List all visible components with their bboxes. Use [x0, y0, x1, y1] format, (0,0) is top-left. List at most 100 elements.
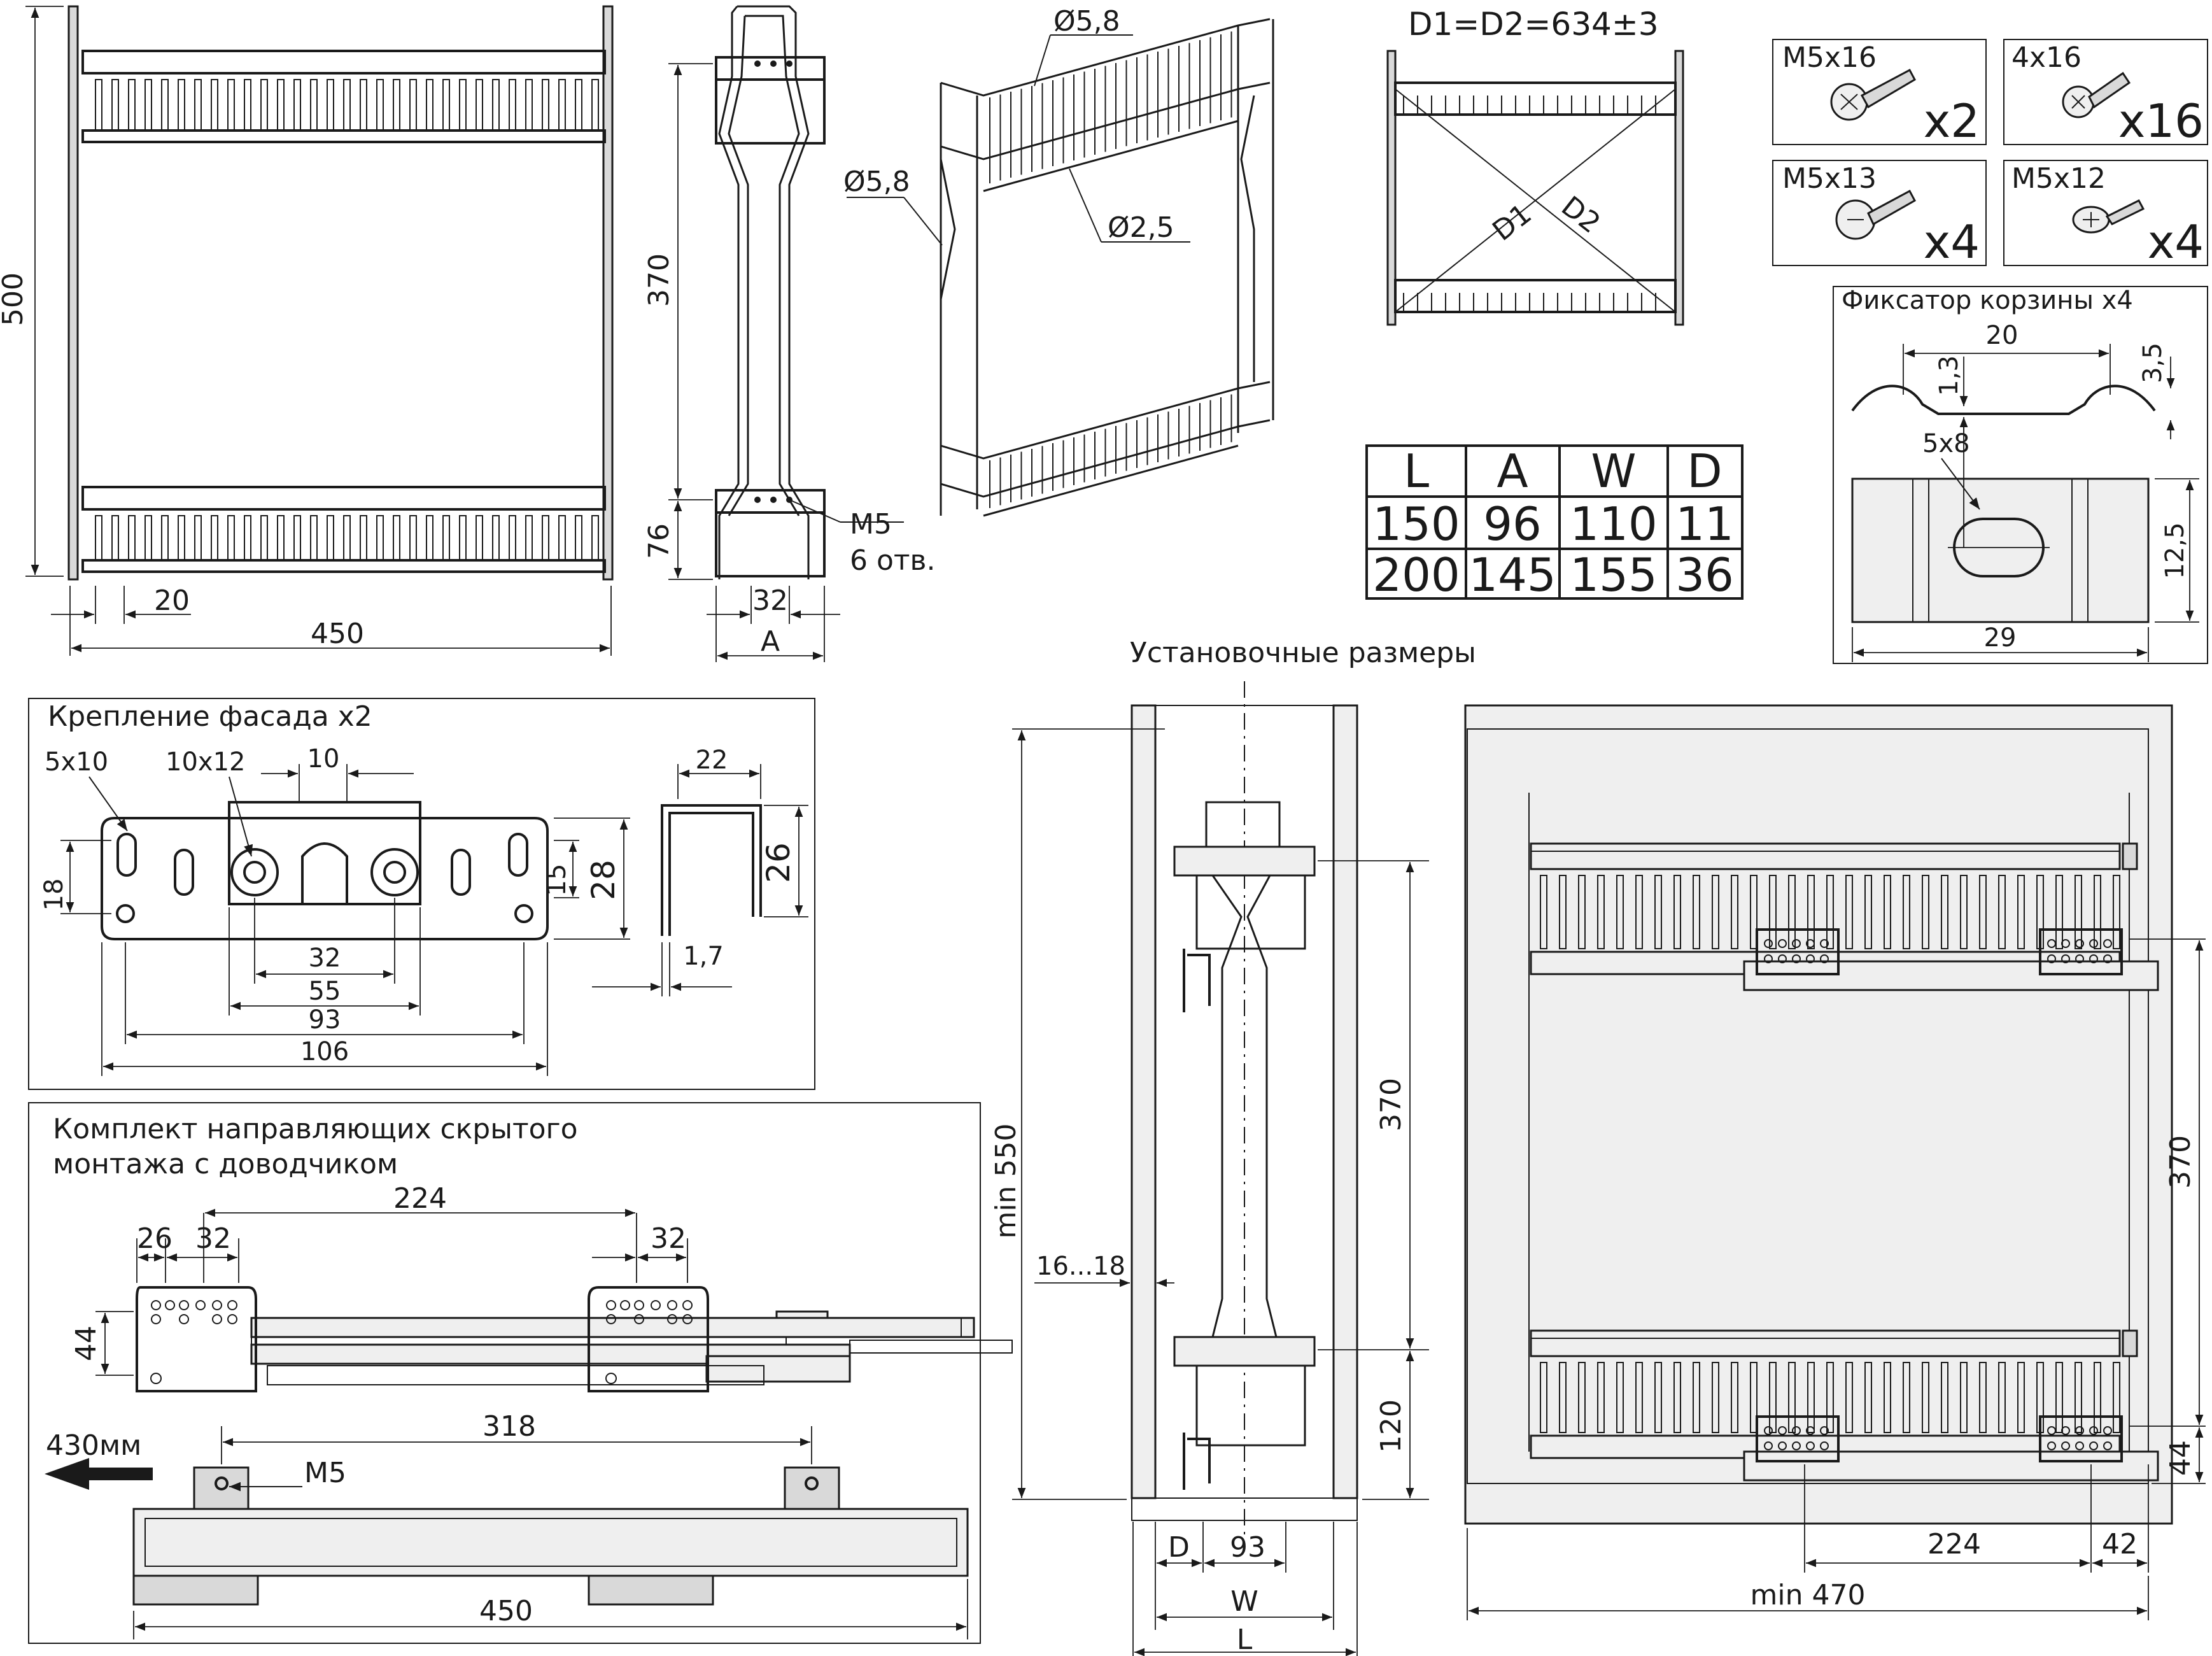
bracket-hole — [1778, 954, 1787, 963]
install-dim-l: L — [1237, 1624, 1253, 1656]
basket-slat — [227, 79, 235, 131]
basket-slat — [2113, 1362, 2120, 1433]
basket-slat — [1807, 1362, 1815, 1433]
facade-dim-17: 1,7 — [683, 942, 724, 971]
mounting-hole — [770, 497, 777, 503]
bracket-hole — [195, 1300, 206, 1310]
bracket-hole — [1792, 1441, 1801, 1450]
dim-32: 32 — [752, 584, 788, 617]
table-cell: 145 — [1469, 548, 1556, 602]
install-dim-d: D — [1168, 1531, 1190, 1564]
basket-slat — [1826, 1362, 1834, 1433]
bracket-hole — [2047, 939, 2056, 948]
basket-slat — [1654, 875, 1662, 949]
basket-slat — [2017, 875, 2025, 949]
facade-dim-15: 15 — [542, 864, 572, 896]
facade-slot-5x10: 5x10 — [45, 747, 108, 777]
basket-slat — [409, 515, 417, 561]
side-dim-min470: min 470 — [1751, 1579, 1866, 1611]
facade-dim-10: 10 — [307, 744, 340, 774]
bracket-hole — [227, 1300, 237, 1310]
clip-dim-29: 29 — [1984, 623, 2017, 653]
basket-slat — [244, 515, 251, 561]
install-dim-w: W — [1230, 1585, 1258, 1618]
basket-slat — [376, 79, 384, 131]
bracket-hole — [1778, 1426, 1787, 1435]
bracket-hole — [212, 1300, 222, 1310]
bracket-hole — [1806, 954, 1815, 963]
bracket-hole — [1820, 939, 1829, 948]
basket-slat — [1693, 875, 1700, 949]
dim-a: A — [761, 625, 780, 658]
basket-slat — [1979, 875, 1987, 949]
basket-slat — [327, 79, 334, 131]
basket-slat — [1884, 875, 1891, 949]
facade-slot-10x12: 10x12 — [166, 747, 245, 777]
bracket-hole — [1806, 1426, 1815, 1435]
bracket-hole — [2061, 939, 2070, 948]
basket-slat — [1769, 875, 1777, 949]
bracket-hole — [2061, 1426, 2070, 1435]
bracket-hole — [1792, 939, 1801, 948]
install-min550: min 550 — [990, 1124, 1022, 1239]
basket-slat — [111, 79, 119, 131]
basket-slat — [2055, 875, 2063, 949]
bracket-hole — [1764, 1441, 1773, 1450]
runner-dim-450: 450 — [479, 1595, 533, 1627]
basket-slat — [1540, 875, 1547, 949]
fasteners-panel: M5x16 x2 4x16 x16 M5x13 x4 M5x12 x4 — [1772, 39, 2208, 269]
basket-slat — [260, 79, 268, 131]
basket-slat — [2094, 875, 2101, 949]
runner-dim-32b: 32 — [651, 1222, 686, 1255]
hole-count: 6 отв. — [850, 544, 935, 577]
basket-slat — [1597, 1362, 1605, 1433]
basket-slat — [293, 79, 301, 131]
basket-slat — [128, 79, 136, 131]
screw-m5x16-icon — [1830, 68, 1917, 121]
install-title: Установочные размеры — [1130, 637, 1476, 669]
clip-dim-35: 3,5 — [2138, 343, 2167, 383]
basket-slat — [1616, 1362, 1624, 1433]
bracket-hole — [2075, 1426, 2084, 1435]
basket-slat — [277, 515, 285, 561]
diagonal-view: D1=D2=634±3 D1 D2 — [1386, 6, 1684, 326]
basket-slat — [1578, 1362, 1586, 1433]
basket-slat — [1635, 1362, 1643, 1433]
side-dim-44: 44 — [2164, 1440, 2197, 1476]
facade-dim-26: 26 — [760, 842, 797, 883]
bracket-hole — [620, 1300, 630, 1310]
basket-slat — [525, 515, 533, 561]
bracket-hole — [2089, 1426, 2098, 1435]
runners-title-line1: Комплект направляющих скрытого — [53, 1113, 578, 1145]
runner-dim-44: 44 — [70, 1326, 102, 1361]
basket-slat — [509, 515, 516, 561]
bracket-hole — [2061, 1441, 2070, 1450]
basket-slat — [1807, 875, 1815, 949]
dim-width-450: 450 — [311, 618, 364, 650]
basket-slat — [1597, 875, 1605, 949]
bracket-hole — [1792, 1426, 1801, 1435]
table-cell: 11 — [1675, 497, 1734, 551]
wire-top-label: Ø5,8 — [1053, 5, 1120, 38]
fastener-qty-m5x13: x4 — [1924, 215, 1980, 269]
basket-slat — [575, 515, 582, 561]
table-cell: 96 — [1483, 497, 1542, 551]
facade-dim-22: 22 — [696, 746, 728, 775]
bracket-hole — [2061, 954, 2070, 963]
basket-slat — [542, 79, 549, 131]
basket-slat — [1635, 875, 1643, 949]
bracket-hole — [2089, 939, 2098, 948]
basket-slat — [1788, 1362, 1796, 1433]
clip-dim-125: 12,5 — [2160, 522, 2190, 579]
fastener-name-m5x13: M5x13 — [1782, 162, 1877, 195]
basket-slat — [1712, 875, 1719, 949]
basket-slat — [293, 515, 301, 561]
basket-slat — [459, 515, 467, 561]
screw-m5x13-icon — [1835, 189, 1917, 240]
basket-clip-panel: Фиксатор корзины x4 20 1,3 3,5 5x8 12,5 … — [1833, 286, 2208, 664]
bracket-hole — [1820, 1426, 1829, 1435]
basket-slat — [343, 79, 351, 131]
bracket-hole — [2103, 939, 2112, 948]
bracket-hole — [1764, 1426, 1773, 1435]
